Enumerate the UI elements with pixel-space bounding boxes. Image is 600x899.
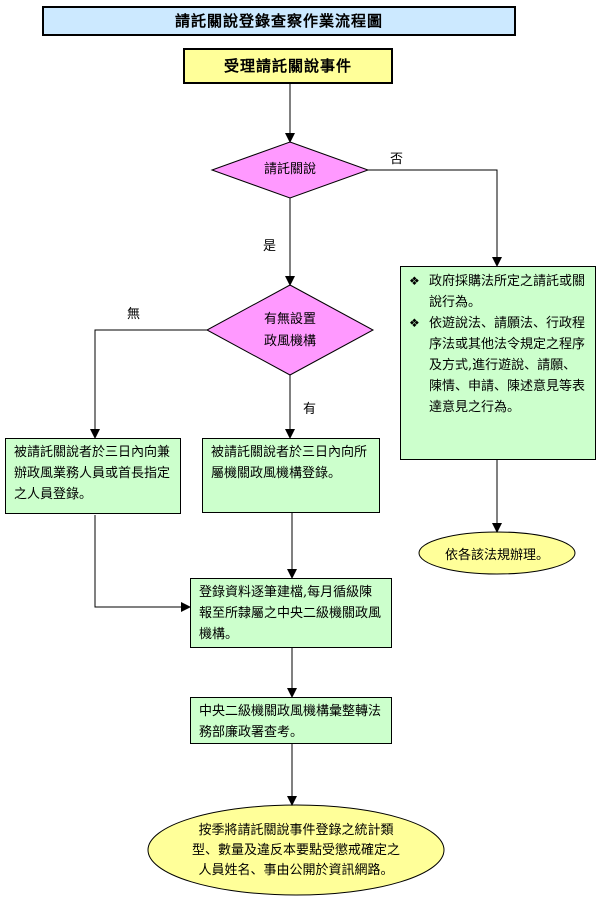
decision2-none-label: 無 — [127, 307, 141, 322]
arrow-decision2-none — [90, 329, 207, 439]
final-publish-text: 按季將請託關說事件登錄之統計類 型、數量及違反本要點受懲戒確定之 人員姓名、事由… — [158, 821, 434, 881]
diamond-bullet-icon: ❖ — [409, 316, 420, 330]
forward-review-box: 中央二級機關政風機構彙整轉法務部廉政署查考。 — [190, 697, 392, 744]
compile-report-box: 登錄資料逐筆建檔,每月循級陳報至所隸屬之中央二級機關政風機構。 — [190, 578, 392, 648]
arrow-decision1-no — [368, 169, 502, 267]
not-applicable-item-text: 依遊說法、請願法、行政程序法或其他法令規定之程序及方式,進行遊說、請願、陳情、申… — [429, 316, 586, 415]
other-law-text: 依各該法規辦理。 — [444, 548, 549, 563]
not-applicable-item-text: 政府採購法所定之請託或關說行為。 — [429, 274, 586, 310]
decision1-yes-label: 是 — [263, 239, 277, 254]
not-applicable-item: ❖ 政府採購法所定之請託或關說行為。 — [407, 271, 589, 313]
diamond-bullet-icon: ❖ — [409, 274, 420, 288]
not-applicable-item: ❖ 依遊說法、請願法、行政程序法或其他法令規定之程序及方式,進行遊說、請願、陳情、… — [407, 313, 589, 418]
final-publish-line-1: 按季將請託關說事件登錄之統計類 — [198, 823, 394, 838]
start-event-box: 受理請託關說事件 — [183, 48, 393, 84]
decision1-no-label: 否 — [390, 152, 404, 167]
final-publish-line-2: 型、數量及違反本要點受懲戒確定之 — [191, 843, 400, 858]
decision2-line-1: 有無設置 — [263, 312, 316, 327]
decision1-text: 請託關說 — [263, 162, 316, 177]
decision2-text: 有無設置 政風機構 — [222, 309, 358, 353]
decision2-has-label: 有 — [303, 402, 317, 417]
final-publish-line-3: 人員姓名、事由公開於資訊網路。 — [198, 863, 394, 878]
not-applicable-list: ❖ 政府採購法所定之請託或關說行為。 ❖ 依遊說法、請願法、行政程序法或其他法令規定… — [407, 271, 589, 418]
not-applicable-box: ❖ 政府採購法所定之請託或關說行為。 ❖ 依遊說法、請願法、行政程序法或其他法令規定… — [400, 266, 596, 460]
diagram-title: 請託關說登錄查察作業流程圖 — [42, 6, 516, 36]
decision2-line-2: 政風機構 — [263, 334, 316, 349]
no-ethics-unit-box: 被請託關說者於三日內向兼辦政風業務人員或首長指定之人員登錄。 — [5, 438, 181, 514]
has-ethics-unit-box: 被請託關說者於三日內向所屬機關政風機構登錄。 — [202, 438, 380, 513]
arrow-left-to-compile — [94, 515, 191, 612]
